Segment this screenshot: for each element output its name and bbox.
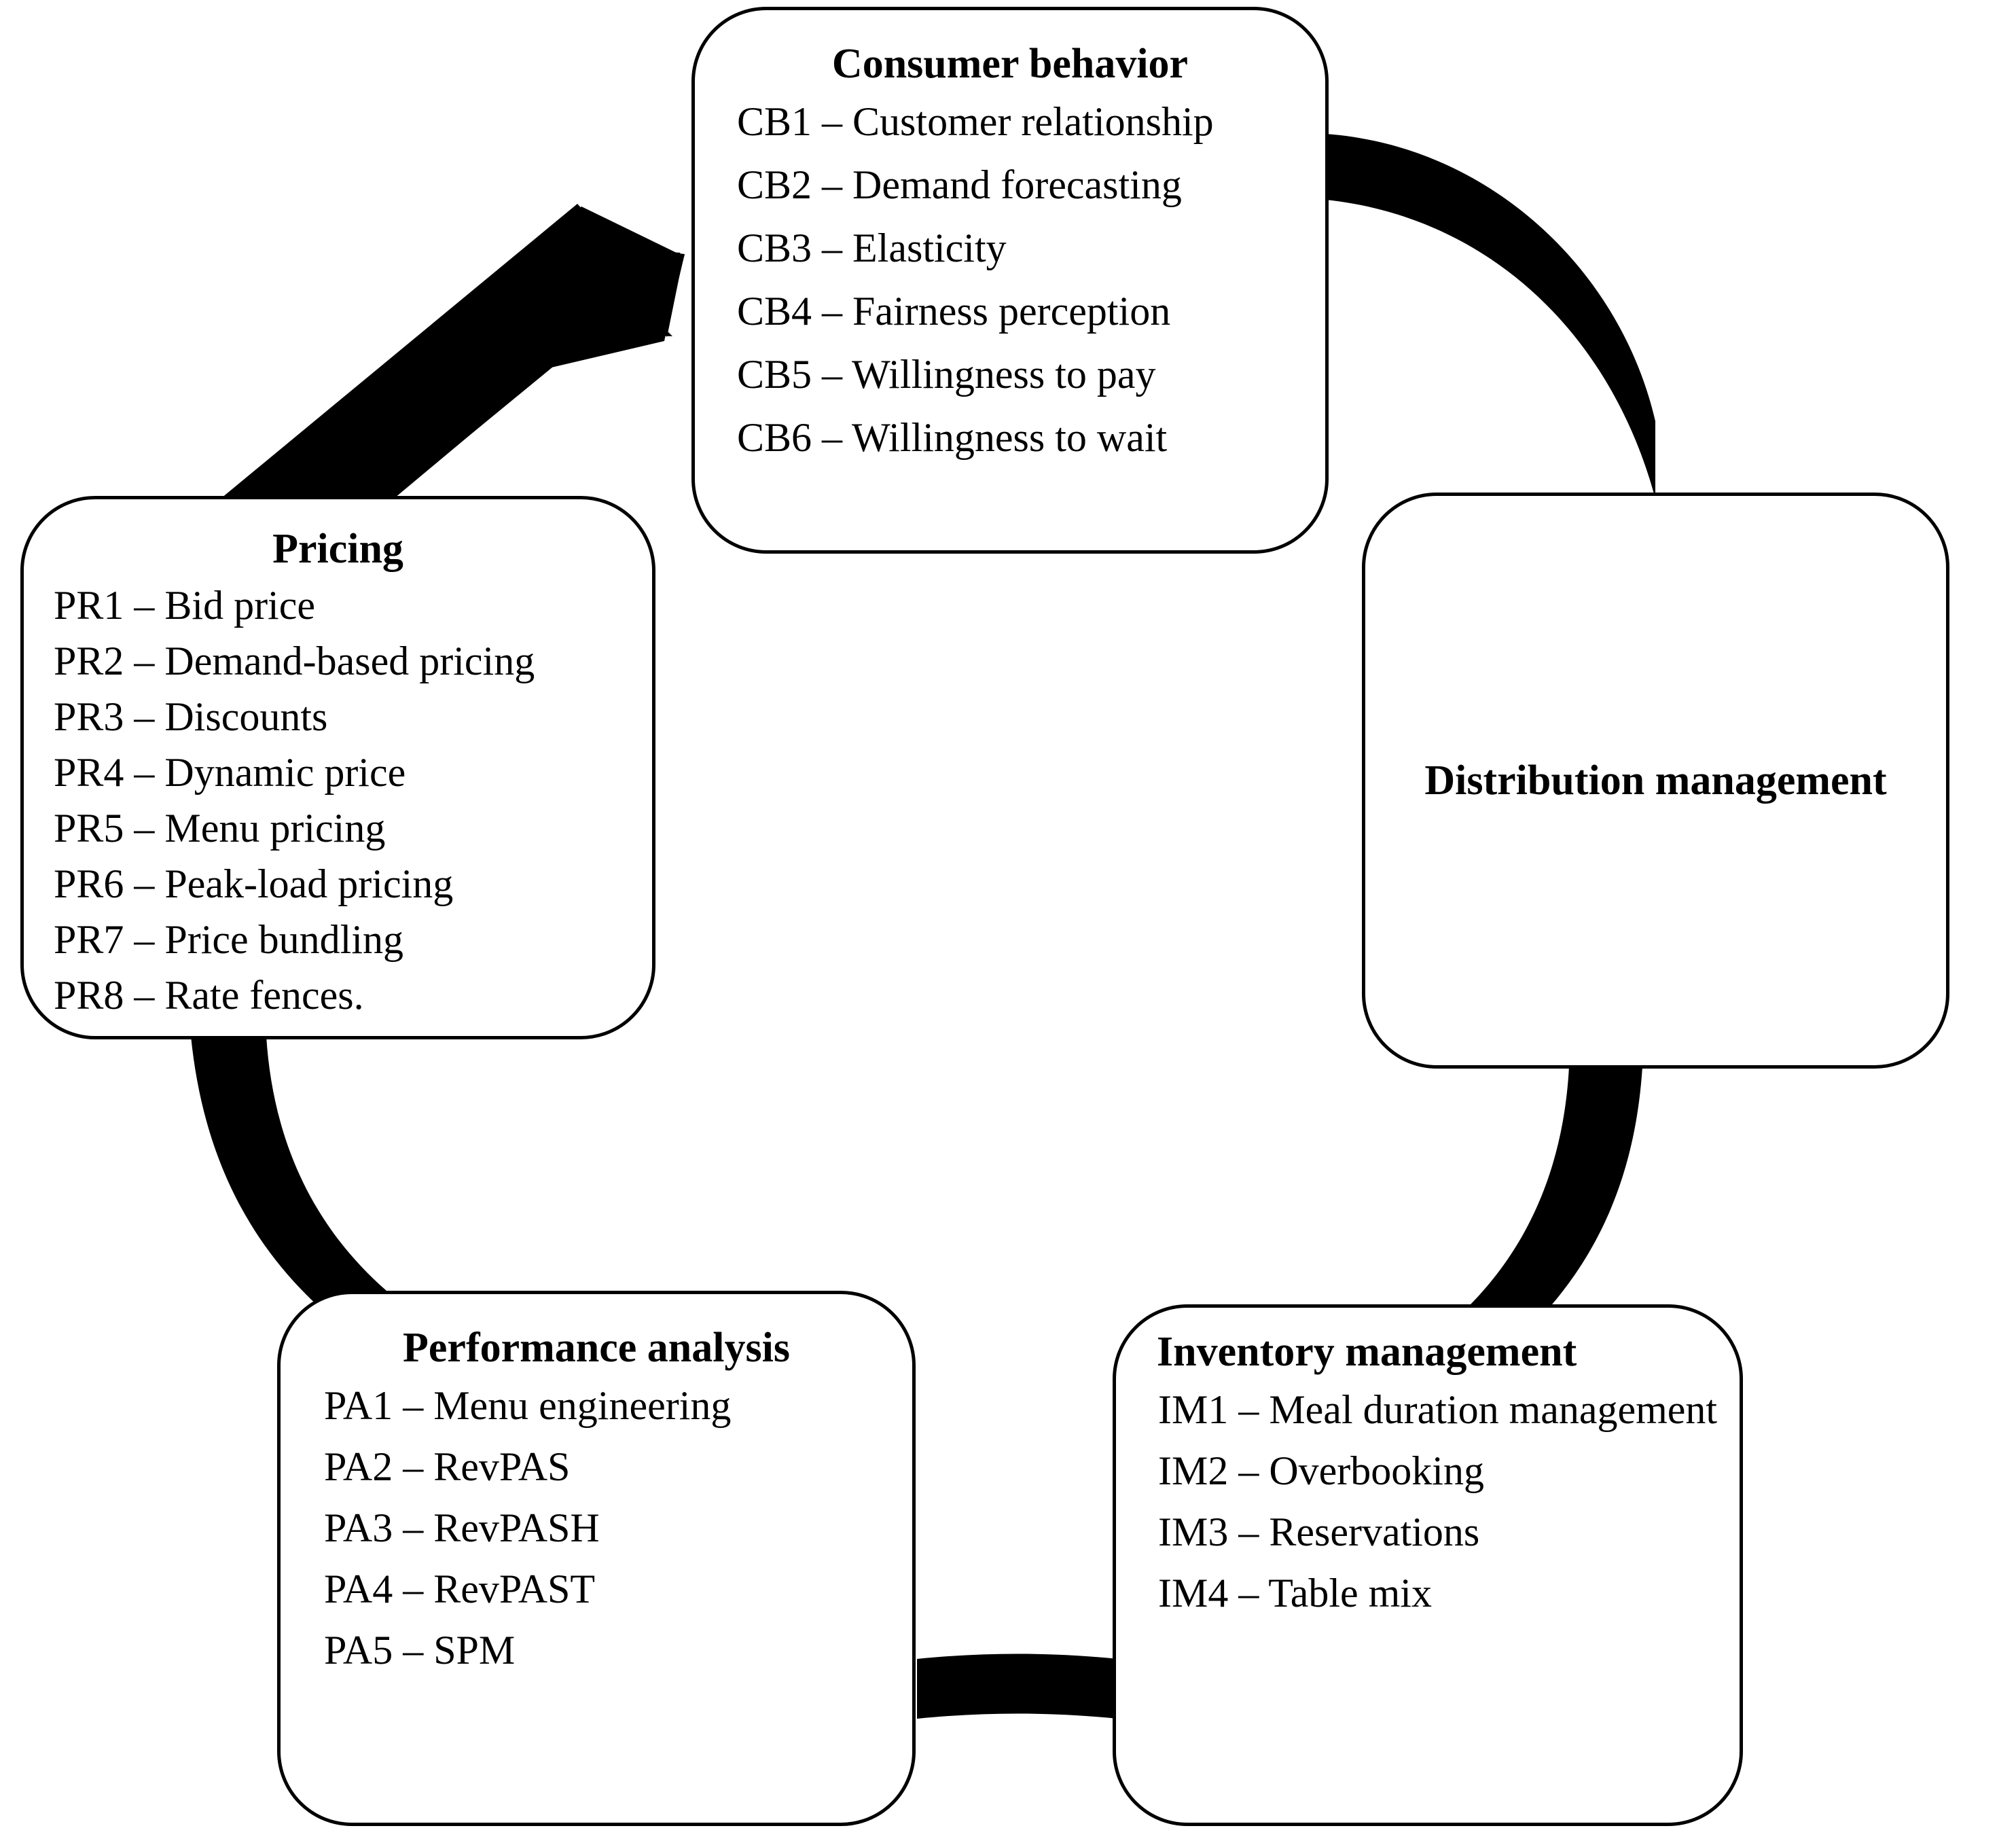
list-item: PR4 – Dynamic price	[54, 750, 406, 795]
list-item: IM1 – Meal duration management	[1158, 1387, 1718, 1432]
connector-pricing-to-consumer-behavior	[217, 204, 685, 501]
list-item: PR3 – Discounts	[54, 694, 328, 739]
list-item: PA3 – RevPASH	[324, 1505, 600, 1550]
connector-performance-to-pricing	[191, 1036, 440, 1330]
node-performance-analysis-items: PA1 – Menu engineering PA2 – RevPAS PA3 …	[324, 1385, 912, 1670]
node-distribution-management-body: Distribution management	[1365, 496, 1946, 1065]
list-item: CB2 – Demand forecasting	[737, 162, 1182, 207]
list-item: PA2 – RevPAS	[324, 1444, 571, 1489]
connector-inventory-to-performance	[917, 1654, 1118, 1719]
node-performance-analysis-body: Performance analysis PA1 – Menu engineer…	[281, 1294, 912, 1823]
node-inventory-management-items: IM1 – Meal duration management IM2 – Ove…	[1158, 1389, 1740, 1613]
list-item: CB5 – Willingness to pay	[737, 352, 1156, 397]
node-pricing[interactable]: Pricing PR1 – Bid price PR2 – Demand-bas…	[20, 496, 655, 1039]
node-performance-analysis-title: Performance analysis	[403, 1325, 790, 1371]
list-item: PR1 – Bid price	[54, 583, 315, 628]
list-item: PA4 – RevPAST	[324, 1567, 596, 1611]
connector-consumer-behavior-to-distribution	[1325, 134, 1655, 499]
node-pricing-items: PR1 – Bid price PR2 – Demand-based prici…	[54, 585, 652, 1016]
node-consumer-behavior-body: Consumer behavior CB1 – Customer relatio…	[695, 10, 1325, 550]
list-item: CB1 – Customer relationship	[737, 99, 1214, 144]
node-distribution-management-title: Distribution management	[1424, 757, 1887, 804]
list-item: PR8 – Rate fences.	[54, 973, 364, 1018]
list-item: IM2 – Overbooking	[1158, 1448, 1484, 1493]
node-pricing-body: Pricing PR1 – Bid price PR2 – Demand-bas…	[24, 499, 652, 1036]
list-item: IM4 – Table mix	[1158, 1571, 1432, 1615]
list-item: PA1 – Menu engineering	[324, 1383, 732, 1428]
node-pricing-title: Pricing	[272, 526, 403, 572]
node-performance-analysis[interactable]: Performance analysis PA1 – Menu engineer…	[277, 1291, 916, 1826]
node-inventory-management-title: Inventory management	[1157, 1329, 1577, 1375]
node-inventory-management-body: Inventory management IM1 – Meal duration…	[1116, 1308, 1740, 1823]
list-item: CB3 – Elasticity	[737, 226, 1007, 270]
node-inventory-management[interactable]: Inventory management IM1 – Meal duration…	[1113, 1304, 1743, 1826]
list-item: PR7 – Price bundling	[54, 917, 404, 962]
list-item: PR6 – Peak-load pricing	[54, 861, 454, 906]
list-item: IM3 – Reservations	[1158, 1509, 1480, 1554]
list-item: PR2 – Demand-based pricing	[54, 639, 535, 683]
list-item: CB4 – Fairness perception	[737, 289, 1171, 334]
node-distribution-management[interactable]: Distribution management	[1362, 493, 1949, 1069]
list-item: PR5 – Menu pricing	[54, 806, 386, 851]
node-consumer-behavior-title: Consumer behavior	[831, 41, 1189, 87]
list-item: PA5 – SPM	[324, 1628, 516, 1673]
node-consumer-behavior[interactable]: Consumer behavior CB1 – Customer relatio…	[691, 7, 1329, 554]
list-item: CB6 – Willingness to wait	[737, 415, 1168, 460]
node-consumer-behavior-items: CB1 – Customer relationship CB2 – Demand…	[737, 101, 1325, 458]
